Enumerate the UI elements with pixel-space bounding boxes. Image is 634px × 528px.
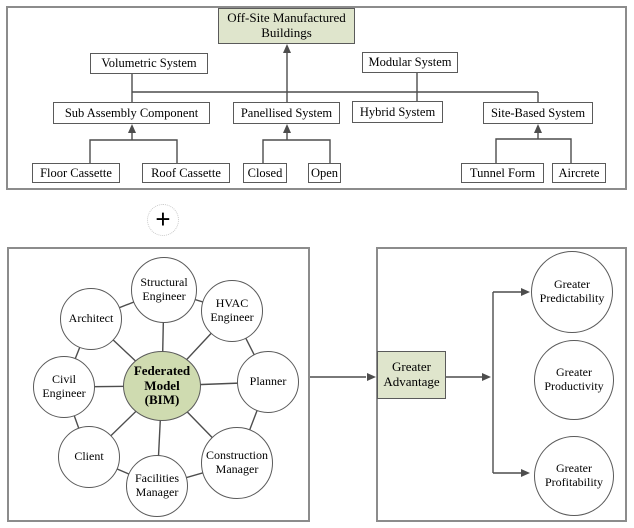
node-aircrete: Aircrete bbox=[552, 163, 606, 183]
node-federated-model-bim: Federated Model (BIM) bbox=[123, 351, 201, 421]
node-architect: Architect bbox=[60, 288, 122, 350]
node-floor-cassette: Floor Cassette bbox=[32, 163, 120, 183]
node-panellised-system: Panellised System bbox=[233, 102, 340, 124]
node-open: Open bbox=[308, 163, 341, 183]
node-greater-predictability: Greater Predictability bbox=[531, 251, 613, 333]
node-structural-engineer: Structural Engineer bbox=[131, 257, 197, 323]
plus-symbol: + bbox=[147, 204, 179, 236]
node-construction-manager: Construction Manager bbox=[201, 427, 273, 499]
node-hybrid-system: Hybrid System bbox=[352, 101, 443, 123]
node-sub-assembly-component: Sub Assembly Component bbox=[53, 102, 210, 124]
node-volumetric-system: Volumetric System bbox=[90, 53, 208, 74]
plus-glyph: + bbox=[155, 203, 171, 234]
node-civil-engineer: Civil Engineer bbox=[33, 356, 95, 418]
node-tunnel-form: Tunnel Form bbox=[461, 163, 544, 183]
node-greater-advantage: Greater Advantage bbox=[377, 351, 446, 399]
node-planner: Planner bbox=[237, 351, 299, 413]
node-site-based-system: Site-Based System bbox=[483, 102, 593, 124]
node-roof-cassette: Roof Cassette bbox=[142, 163, 230, 183]
node-hvac-engineer: HVAC Engineer bbox=[201, 280, 263, 342]
node-closed: Closed bbox=[243, 163, 287, 183]
node-greater-productivity: Greater Productivity bbox=[534, 340, 614, 420]
node-facilities-manager: Facilities Manager bbox=[126, 455, 188, 517]
node-client: Client bbox=[58, 426, 120, 488]
node-greater-profitability: Greater Profitability bbox=[534, 436, 614, 516]
node-modular-system: Modular System bbox=[362, 52, 458, 73]
node-offsite-manufactured-buildings: Off-Site Manufactured Buildings bbox=[218, 8, 355, 44]
